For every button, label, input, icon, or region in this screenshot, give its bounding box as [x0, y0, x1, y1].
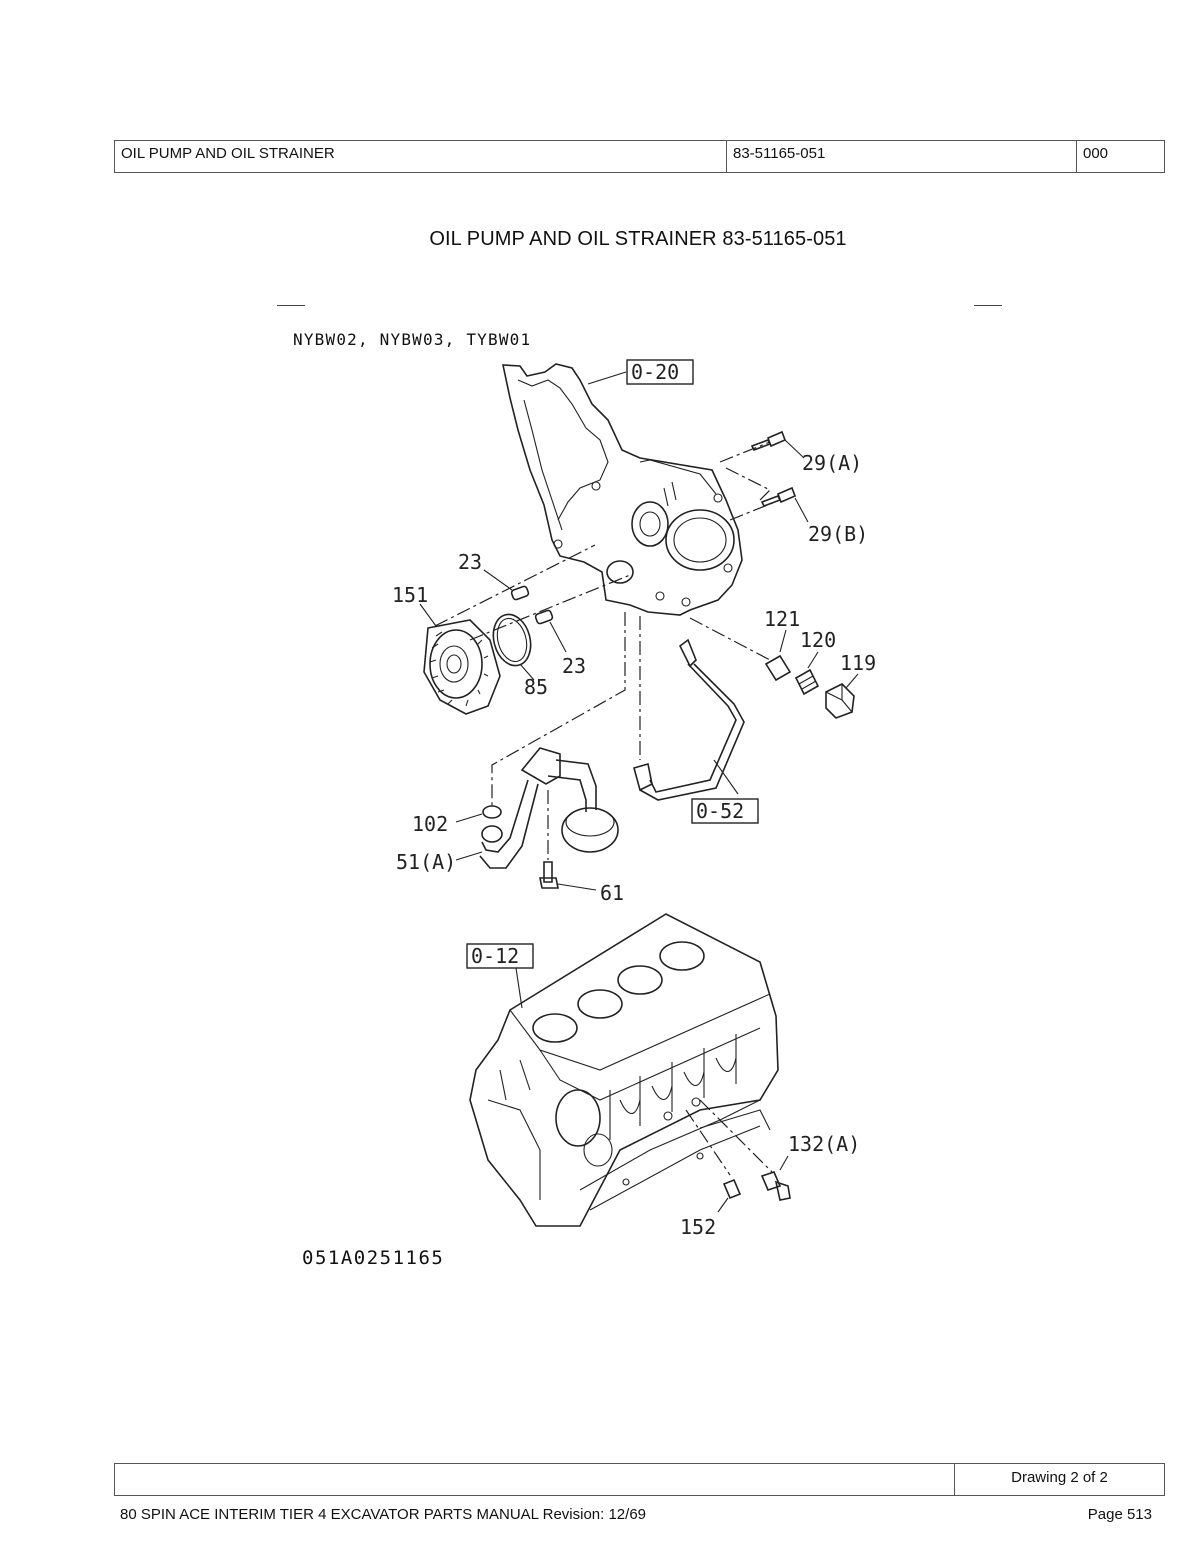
callout-0-20: 0-20	[631, 360, 679, 384]
footer-table: Drawing 2 of 2	[114, 1463, 1165, 1496]
oil-strainer-drawing	[479, 747, 619, 869]
callout-121: 121	[764, 607, 800, 631]
callout-151: 151	[392, 583, 428, 607]
gasket-102-drawing	[482, 805, 502, 819]
header-table: OIL PUMP AND OIL STRAINER 83-51165-051 0…	[114, 140, 1165, 173]
callout-119: 119	[840, 651, 876, 675]
drawing-code: 051A0251165	[302, 1247, 445, 1269]
diagram-title: OIL PUMP AND OIL STRAINER 83-51165-051	[429, 228, 847, 250]
oil-pipe-drawing	[633, 638, 745, 801]
oil-pump-drawing	[423, 619, 501, 715]
relief-valve-parts-drawing	[764, 654, 855, 719]
callout-box-0-52	[691, 798, 759, 824]
callout-51a: 51(A)	[396, 850, 456, 874]
callout-29a: 29(A)	[802, 451, 862, 475]
bolt-29b-drawing	[760, 486, 797, 508]
callout-box-0-20	[626, 359, 694, 385]
manual-revision: 80 SPIN ACE INTERIM TIER 4 EXCAVATOR PAR…	[120, 1506, 647, 1523]
callout-102: 102	[412, 812, 448, 836]
callout-box-0-12	[466, 943, 534, 969]
footer-blank-cell	[114, 1463, 955, 1496]
drawing-count: Drawing 2 of 2	[954, 1463, 1165, 1496]
rule-right	[974, 305, 1002, 306]
callout-152: 152	[680, 1215, 716, 1239]
header-code: 000	[1076, 140, 1165, 173]
cylinder-block-drawing	[469, 913, 779, 1227]
rule-left	[277, 305, 305, 306]
callout-23-upper: 23	[458, 550, 482, 574]
oil-pressure-switch-drawing	[760, 1171, 791, 1201]
callout-120: 120	[800, 628, 836, 652]
callout-0-52: 0-52	[696, 799, 744, 823]
callout-61: 61	[600, 881, 624, 905]
callout-0-12: 0-12	[471, 944, 519, 968]
page-number: Page 513	[1087, 1506, 1152, 1523]
variant-codes: NYBW02, NYBW03, TYBW01	[293, 330, 532, 349]
callout-132a: 132(A)	[788, 1132, 860, 1156]
bolt-29a-drawing	[750, 430, 787, 452]
callout-85: 85	[524, 675, 548, 699]
gear-case-drawing	[501, 363, 743, 616]
callout-29b: 29(B)	[808, 522, 868, 546]
plug-152-drawing	[722, 1178, 742, 1200]
callout-23-lower: 23	[562, 654, 586, 678]
header-part-number: 83-51165-051	[726, 140, 1077, 173]
header-title: OIL PUMP AND OIL STRAINER	[114, 140, 727, 173]
